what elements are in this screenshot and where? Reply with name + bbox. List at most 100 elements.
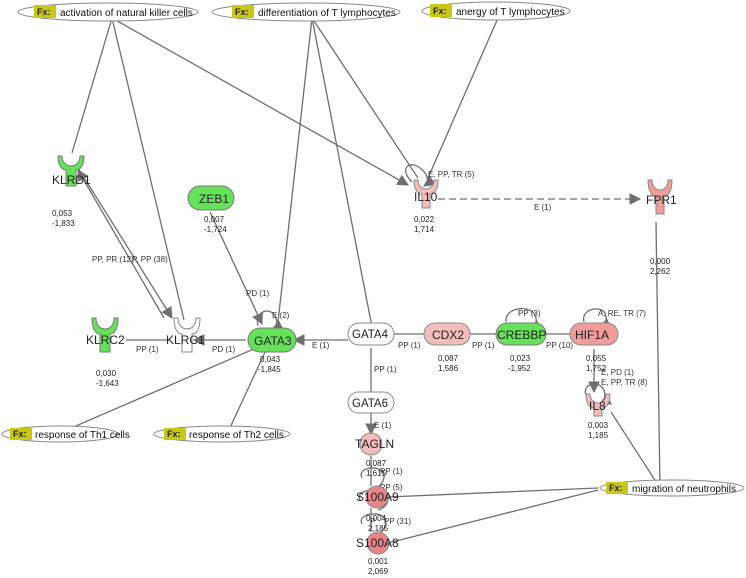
edge-label: PP (1)	[374, 365, 397, 374]
function-node-t-anergy[interactable]: Fx: anergy of T lymphocytes	[421, 1, 571, 21]
node-label: ZEB1	[199, 192, 229, 206]
edge-label: PP (1)	[398, 341, 421, 350]
edge-label: E, PP, TR (8)	[601, 378, 648, 387]
node-label: S100A8	[356, 536, 399, 550]
edge-labels: PP, PR (12) P, PP (38) E, PP, TR (5) E (…	[92, 170, 648, 526]
edge-nk-il10	[111, 17, 410, 186]
node-label: IL10	[414, 190, 438, 204]
function-node-neutrophil-migration[interactable]: Fx: migration of neutrophils	[599, 479, 745, 497]
fx-badge	[10, 428, 32, 440]
node-pvalue: 0,022	[414, 215, 435, 224]
node-gata6[interactable]: GATA6	[347, 391, 395, 414]
node-pvalue: 0,000	[650, 257, 671, 266]
edge-anergy-il10	[427, 17, 499, 179]
node-pvalue: 0,055	[586, 354, 607, 363]
node-shape	[347, 391, 395, 414]
node-foldchange: 2,069	[368, 567, 389, 576]
node-foldchange: 2,262	[650, 267, 671, 276]
function-node-th2[interactable]: Fx: response of Th2 cells	[153, 425, 291, 443]
node-foldchange: 1,586	[438, 364, 459, 373]
function-label: activation of natural killer cells	[60, 8, 193, 19]
edge-label: P	[370, 517, 375, 526]
edge-tdiff-gata3	[277, 17, 313, 323]
edge-label: PP (3)	[518, 309, 541, 318]
node-klrc1[interactable]: KLRC1	[166, 317, 205, 353]
node-foldchange: 1,752	[586, 364, 607, 373]
node-pvalue: 0,004	[366, 514, 387, 523]
fx-tag: Fx:	[167, 429, 181, 439]
node-pvalue: 0,023	[510, 354, 531, 363]
fx-badge	[606, 482, 628, 494]
node-foldchange: 1,185	[588, 431, 609, 440]
node-shape	[366, 531, 390, 555]
function-label: response of Th2 cells	[189, 430, 284, 441]
node-s100a9[interactable]: S100A9 0,004 2,185	[356, 485, 399, 533]
node-label: CREBBP	[497, 328, 546, 342]
edge-label: P, PP (38)	[132, 255, 168, 264]
function-label: response of Th1 cells	[35, 430, 130, 441]
edge-label: PD (1)	[246, 289, 269, 298]
node-shape	[347, 322, 395, 346]
function-label: anergy of T lymphocytes	[456, 7, 565, 18]
node-tagln[interactable]: TAGLN 0,087 1,615	[355, 432, 394, 478]
edge-th2-gata3	[227, 349, 267, 433]
node-label: GATA3	[254, 334, 292, 348]
fx-tag: Fx:	[235, 7, 249, 17]
edge-label: PP, PR (12)	[92, 255, 134, 264]
node-foldchange: 1,714	[414, 225, 435, 234]
node-label: KLRC1	[166, 333, 205, 347]
node-pvalue: 0,053	[52, 209, 73, 218]
node-il10[interactable]: IL10 0,022 1,714	[413, 179, 439, 234]
node-label: KLRC2	[86, 333, 125, 347]
node-shape	[187, 185, 235, 211]
function-node-t-differentiation[interactable]: Fx: differentiation of T lymphocytes	[211, 2, 401, 22]
node-gata3[interactable]: GATA3 0,043 -1,845	[247, 327, 297, 374]
fx-badge	[34, 5, 56, 18]
edge-nk-klrd1	[71, 17, 113, 154]
node-pvalue: 0,030	[96, 369, 117, 378]
node-label: S100A9	[356, 490, 399, 504]
edge-neutro-il8	[610, 411, 661, 489]
node-fpr1[interactable]: FPR1 0,000 2,262	[646, 179, 677, 276]
receptor-shape	[173, 317, 201, 353]
node-pvalue: 0,087	[438, 354, 459, 363]
node-pvalue: 0,007	[204, 215, 225, 224]
edge-nk-klrc1	[111, 17, 185, 321]
node-gata4[interactable]: GATA4	[347, 322, 395, 346]
function-node-nk-activation[interactable]: Fx: activation of natural killer cells	[17, 2, 199, 22]
node-foldchange: 1,615	[366, 469, 387, 478]
node-klrd1[interactable]: KLRD1 0,053 -1,833	[52, 155, 91, 228]
receptor-shape	[647, 179, 673, 215]
loop-il10	[405, 164, 437, 187]
edge-label: PD (1)	[212, 345, 235, 354]
edge-label: E, PP, TR (5)	[428, 170, 475, 179]
node-label: KLRD1	[52, 173, 91, 187]
node-foldchange: -1,724	[204, 225, 227, 234]
edge-tdiff-gata4	[311, 17, 373, 328]
node-pvalue: 0,043	[260, 355, 281, 364]
node-shape	[569, 322, 619, 346]
node-s100a8[interactable]: S100A8 0,001 2,069	[356, 531, 399, 576]
fx-tag: Fx:	[433, 6, 447, 16]
node-label: TAGLN	[355, 437, 394, 451]
node-hif1a[interactable]: HIF1A 0,055 1,752	[569, 322, 619, 373]
edge-th1-gata3	[61, 347, 257, 433]
node-pvalue: 0,001	[368, 557, 389, 566]
edge-neutro-s100a9	[387, 487, 599, 498]
function-label: differentiation of T lymphocytes	[258, 8, 396, 19]
fx-tag: Fx:	[37, 7, 51, 17]
node-label: HIF1A	[575, 328, 609, 342]
edge-label: E (2)	[272, 311, 290, 320]
loop-s100a9-a	[360, 467, 385, 489]
edge-zeb1-gata3	[209, 211, 263, 326]
edge-label: A, RE, TR (7)	[598, 309, 646, 318]
node-cdx2[interactable]: CDX2 0,087 1,586	[423, 322, 471, 373]
node-zeb1[interactable]: ZEB1 0,007 -1,724	[187, 185, 235, 234]
node-klrc2[interactable]: KLRC2 0,030 -1,643	[86, 317, 125, 388]
node-crebbp[interactable]: CREBBP 0,023 -1,952	[495, 322, 547, 373]
fx-tag: Fx:	[13, 429, 27, 439]
node-foldchange: -1,643	[96, 379, 119, 388]
function-node-th1[interactable]: Fx: response of Th1 cells	[1, 425, 130, 443]
node-il8[interactable]: IL8 0,003 1,185	[585, 393, 611, 440]
node-shape	[359, 432, 383, 456]
